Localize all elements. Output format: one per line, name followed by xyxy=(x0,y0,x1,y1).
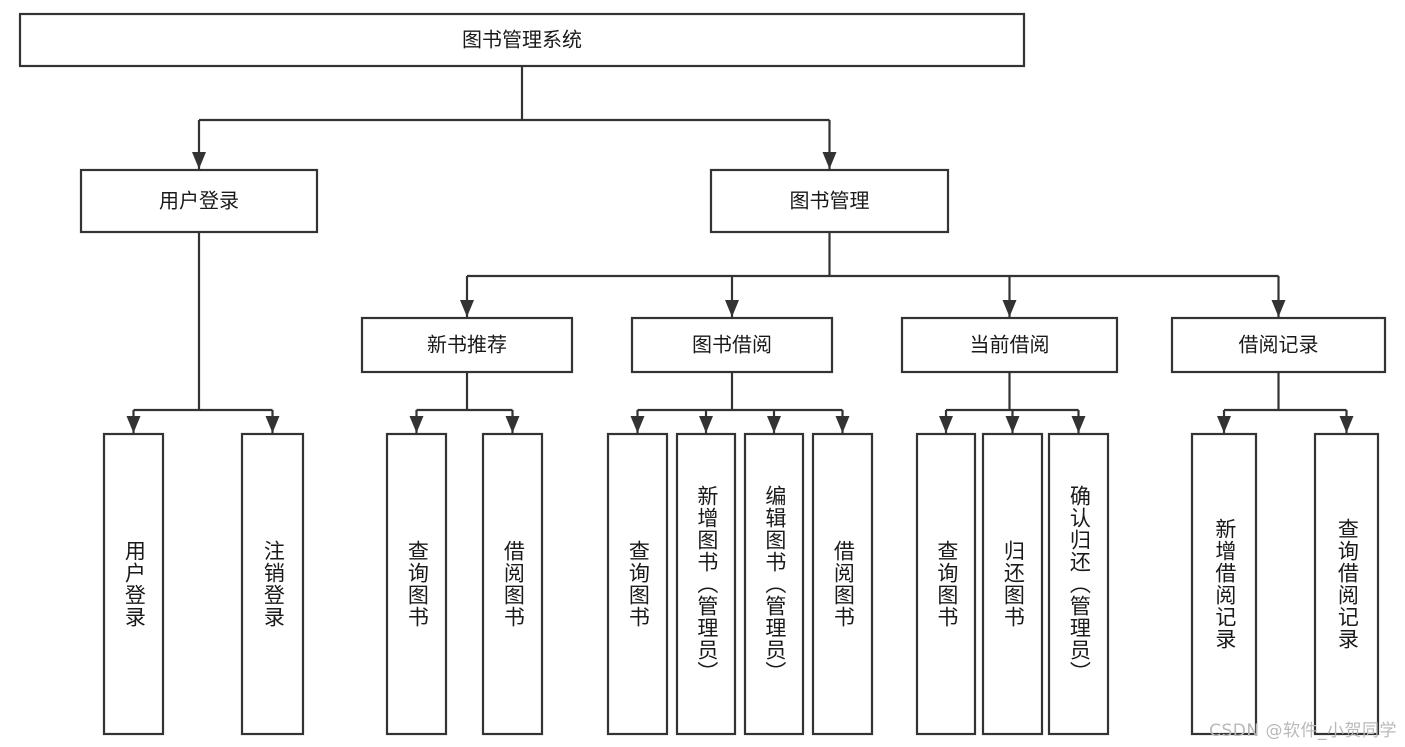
node-box-leaf-return-book[interactable] xyxy=(981,432,1044,736)
node-box-user-login[interactable] xyxy=(79,168,319,234)
node-box-leaf-query-book-3[interactable] xyxy=(915,432,977,736)
arrowhead-book-management-1 xyxy=(725,300,739,317)
arrowhead-user-login-0 xyxy=(126,416,141,433)
node-box-current-borrow[interactable] xyxy=(900,316,1119,374)
arrowhead-new-book-recommend-0 xyxy=(409,416,424,433)
node-box-leaf-add-book[interactable] xyxy=(675,432,737,736)
arrowhead-current-borrow-2 xyxy=(1071,416,1086,433)
node-box-leaf-user-login[interactable] xyxy=(102,432,165,736)
arrowhead-borrow-record-1 xyxy=(1339,416,1354,433)
node-box-new-book-recommend[interactable] xyxy=(360,316,574,374)
node-box-leaf-add-borrow-record[interactable] xyxy=(1190,432,1258,736)
node-box-leaf-borrow-book-1[interactable] xyxy=(481,432,544,736)
arrowhead-user-login-1 xyxy=(265,416,280,433)
node-label-book-borrow: 图书借阅 xyxy=(692,333,772,357)
node-box-borrow-record[interactable] xyxy=(1170,316,1387,374)
arrowhead-current-borrow-0 xyxy=(939,416,953,433)
arrowhead-book-borrow-1 xyxy=(699,416,713,433)
node-box-leaf-borrow-book-2[interactable] xyxy=(811,432,874,736)
node-box-leaf-confirm-return[interactable] xyxy=(1047,432,1110,736)
arrowhead-book-management-3 xyxy=(1271,300,1286,317)
arrowhead-book-borrow-2 xyxy=(767,416,781,433)
arrowhead-root-1 xyxy=(822,152,837,169)
node-label-book-management: 图书管理 xyxy=(790,189,870,213)
node-box-root[interactable] xyxy=(18,12,1026,68)
node-label-new-book-recommend: 新书推荐 xyxy=(427,333,507,357)
arrowhead-borrow-record-0 xyxy=(1217,416,1231,433)
node-box-book-borrow[interactable] xyxy=(630,316,834,374)
arrowhead-book-management-0 xyxy=(460,300,474,317)
node-label-user-login: 用户登录 xyxy=(159,189,239,213)
node-label-root: 图书管理系统 xyxy=(462,28,582,52)
node-label-current-borrow: 当前借阅 xyxy=(970,333,1050,357)
boxes-layer xyxy=(18,12,1387,736)
node-box-book-management[interactable] xyxy=(709,168,950,234)
node-box-leaf-edit-book[interactable] xyxy=(743,432,805,736)
arrowhead-new-book-recommend-1 xyxy=(505,416,520,433)
arrowhead-root-0 xyxy=(192,152,206,169)
arrowhead-book-management-2 xyxy=(1002,300,1017,317)
arrowhead-book-borrow-0 xyxy=(630,416,645,433)
watermark-text: CSDN @软件_小贺同学 xyxy=(1209,721,1397,741)
node-box-leaf-logout-login[interactable] xyxy=(240,432,305,736)
arrowhead-current-borrow-1 xyxy=(1005,416,1020,433)
connectors-layer xyxy=(126,66,1354,433)
node-box-leaf-query-borrow-record[interactable] xyxy=(1313,432,1380,736)
arrowhead-book-borrow-3 xyxy=(835,416,850,433)
node-box-leaf-query-book-2[interactable] xyxy=(606,432,669,736)
node-box-leaf-query-book-1[interactable] xyxy=(385,432,448,736)
node-label-borrow-record: 借阅记录 xyxy=(1239,333,1319,357)
